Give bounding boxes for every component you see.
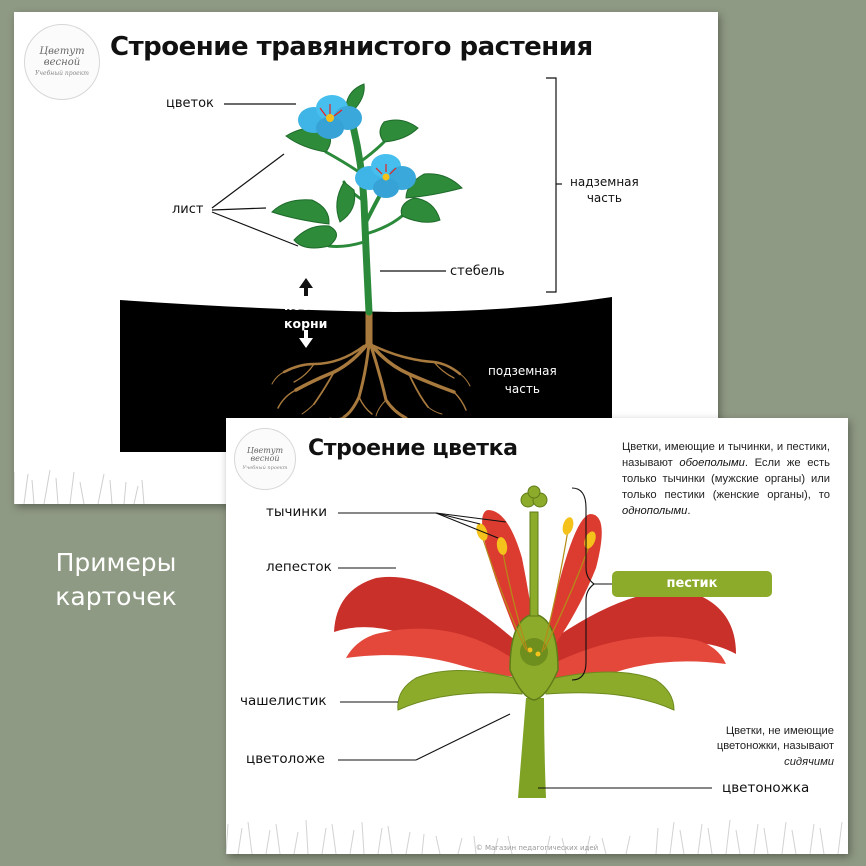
- pointer-lines: [211, 77, 562, 293]
- term-unisexual: однополыми: [622, 504, 688, 517]
- paragraph-bisexual: Цветки, имеющие и тычинки, и пестики, на…: [622, 440, 830, 520]
- card2-title: Строение цветка: [308, 436, 518, 461]
- flower-middle: [355, 154, 416, 198]
- label-receptacle: цветоложе: [246, 751, 325, 767]
- caption: Примеры карточек: [55, 548, 177, 611]
- label-leaf: лист: [172, 202, 204, 217]
- logo-script-text: Цветут весной: [246, 445, 284, 463]
- stigma: [520, 485, 548, 508]
- paragraph-sessile: Цветки, не имеющие цветоножки, называют …: [684, 724, 834, 770]
- arrow-up: [299, 278, 313, 296]
- pedicel: [518, 698, 546, 798]
- label-stem: стебель: [450, 264, 505, 279]
- grass-decoration: [226, 819, 843, 854]
- label-stamens: тычинки: [266, 504, 328, 520]
- logo-script-text: Цветут весной: [39, 46, 85, 68]
- paragraph-text-2: . Если же есть только тычинки (мужские о…: [622, 456, 830, 501]
- logo: Цветут весной Учебный проект: [234, 428, 296, 490]
- label-sepal: чашелистик: [240, 693, 327, 709]
- roots: [271, 308, 471, 420]
- logo-small-text: Учебный проект: [34, 70, 90, 77]
- term-sessile: сидячими: [784, 755, 834, 768]
- plant-diagram: [14, 77, 718, 504]
- label-pedicel: цветоножка: [722, 780, 810, 796]
- label-shoot: побег: [284, 298, 325, 313]
- flower-diagram: [226, 485, 843, 854]
- label-above-ground: надземная часть: [570, 175, 639, 206]
- label-pistil: пестик: [612, 571, 772, 597]
- paragraph-text-1: Цветки, имеющие и тычинки, и пестики, на…: [622, 441, 830, 469]
- card1-title: Строение травянистого растения: [110, 32, 593, 62]
- arrow-down: [299, 330, 313, 348]
- card-flower-structure: Цветут весной Учебный проект Строение цв…: [226, 418, 848, 854]
- sepals: [397, 669, 675, 711]
- paragraph2-text: Цветки, не имеющие цветоножки, называют: [716, 725, 834, 753]
- paragraph-text-3: .: [687, 504, 691, 517]
- label-underground: подземная часть: [488, 364, 557, 396]
- flower-top: [298, 95, 362, 139]
- label-flower: цветок: [166, 96, 214, 111]
- soil: [120, 297, 612, 452]
- copyright: © Магазин педагогических идей: [475, 844, 599, 852]
- pistil-style: [529, 511, 539, 617]
- pointer-lines: [338, 487, 712, 789]
- label-roots: корни: [284, 316, 328, 331]
- label-petal: лепесток: [266, 559, 332, 575]
- term-bisexual: обоеполыми: [679, 456, 745, 469]
- logo-small-text: Учебный проект: [242, 465, 288, 472]
- logo: Цветут весной Учебный проект: [24, 24, 100, 100]
